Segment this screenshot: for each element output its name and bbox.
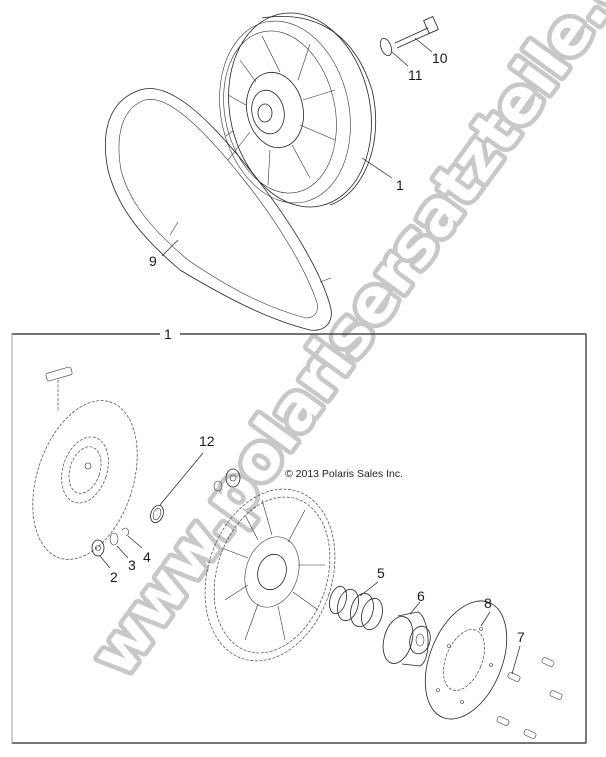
svg-text:6: 6	[417, 588, 425, 604]
svg-text:1: 1	[396, 177, 404, 193]
svg-text:12: 12	[199, 433, 215, 449]
watermark: www.polarisersatzteile.de www.polarisers…	[72, 0, 606, 693]
svg-text:7: 7	[517, 629, 525, 645]
svg-text:4: 4	[143, 549, 151, 565]
driven-clutch-drawing	[219, 12, 377, 208]
callout-7: 7	[511, 629, 525, 675]
svg-text:2: 2	[110, 569, 118, 585]
spring-drawing	[329, 585, 383, 631]
callout-4: 4	[127, 535, 151, 565]
callout-5: 5	[359, 565, 385, 597]
callout-11: 11	[391, 51, 423, 83]
bolt-and-washer-drawing	[379, 16, 439, 57]
movable-sheave-drawing	[204, 488, 336, 662]
drive-belt-drawing	[105, 88, 332, 331]
callout-2: 2	[99, 555, 118, 585]
svg-text:10: 10	[432, 50, 448, 66]
small-parts-drawing	[91, 468, 241, 557]
svg-text:3: 3	[128, 557, 136, 573]
assembly-frame: 1	[11, 326, 587, 744]
stationary-sheave-drawing	[32, 366, 138, 560]
svg-text:1: 1	[164, 326, 172, 342]
screws-drawing	[496, 657, 563, 739]
svg-text:9: 9	[149, 253, 157, 269]
spring-cup-drawing	[382, 611, 431, 667]
copyright-text: © 2013 Polaris Sales Inc.	[285, 468, 403, 480]
cover-plate-drawing	[424, 600, 508, 720]
callout-12: 12	[159, 433, 215, 506]
callout-6: 6	[409, 588, 425, 615]
callout-8: 8	[480, 595, 492, 627]
callout-1-top: 1	[361, 157, 404, 193]
callout-9: 9	[149, 239, 179, 269]
callout-10: 10	[414, 37, 448, 66]
svg-text:5: 5	[377, 565, 385, 581]
svg-text:8: 8	[484, 595, 492, 611]
callout-3: 3	[116, 545, 136, 573]
svg-text:www.polarisersatzteile.de: www.polarisersatzteile.de	[77, 0, 606, 689]
svg-text:11: 11	[408, 67, 423, 83]
